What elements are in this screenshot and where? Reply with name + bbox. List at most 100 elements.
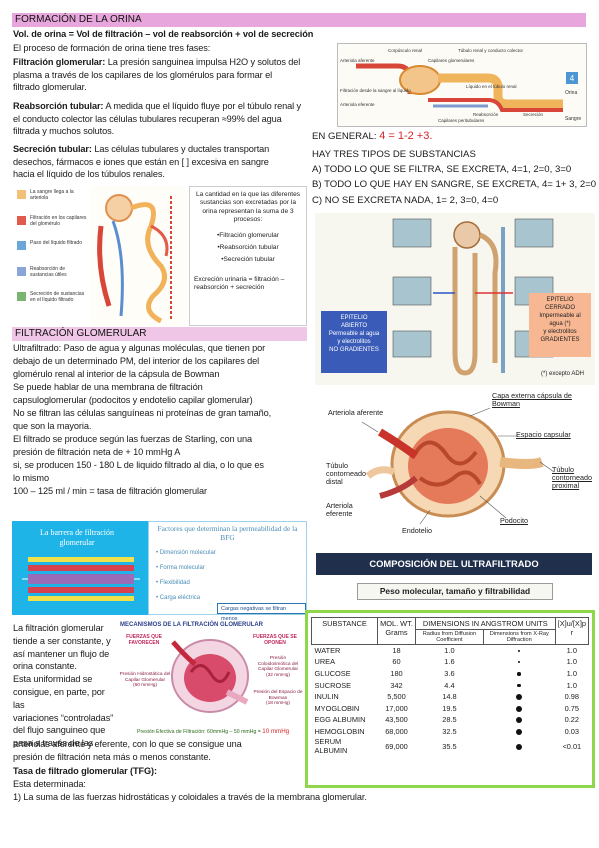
- ratio-cell: 0.22: [564, 715, 580, 725]
- label-tubulo: Túbulo renal y conducto colector: [458, 48, 524, 53]
- radius-cell: 32.5: [442, 726, 457, 736]
- secretion-line-2: desechos, fármacos e iones que están en …: [13, 156, 269, 167]
- xray-dot-icon: [516, 705, 523, 712]
- nephron-illustration: [91, 186, 186, 326]
- radius-cell: 14.8: [442, 692, 457, 702]
- reabsorption-line-2: el conducto colector las células tubular…: [13, 113, 282, 124]
- legend-item: Reabsorción de sustancias útiles: [30, 266, 67, 278]
- th-ratio: [X]u/[X]p r: [554, 617, 590, 645]
- reabsorption-line-1: A medida que el líquido fluye por el túb…: [105, 101, 301, 111]
- barrier-title: La barrera de filtración glomerular: [40, 528, 114, 547]
- xray-dot-icon: [518, 661, 521, 664]
- radius-cell: 1.6: [444, 657, 455, 667]
- substance-table-frame: SUBSTANCE MOL. WT. Grams DIMENSIONS IN A…: [305, 610, 595, 788]
- filtracion-body: Ultrafiltrado: Paso de agua y algunas mo…: [13, 342, 309, 498]
- label-filtracion: Filtración desde la sangre al líquido: [340, 88, 411, 93]
- excretion-diagram: La sangre llega a la arteriola Filtració…: [13, 186, 307, 326]
- rule-line: C) NO SE EXCRETA NADA, 1= 2, 3=0, 4=0: [312, 194, 499, 206]
- closed-epithelium-line: EPITELIO: [546, 297, 574, 303]
- legend-swatch: [17, 216, 26, 225]
- molwt-cell: 18: [392, 646, 401, 656]
- xray-dot-icon: [517, 683, 521, 688]
- xray-dot-icon: [517, 672, 521, 676]
- label-secrecion: Secreción: [523, 112, 544, 117]
- xray-dot-icon: [518, 650, 521, 653]
- legend-column: La sangre llega a la arteriola Filtració…: [13, 186, 93, 326]
- bowman-pressure-value: (18 mmHg): [266, 701, 290, 707]
- substance-cell: SERUM ALBUMIN: [314, 737, 348, 756]
- substance-table: SUBSTANCE MOL. WT. Grams DIMENSIONS IN A…: [311, 617, 590, 756]
- tfg-body: Esta determinada: 1) La suma de las fuer…: [13, 778, 433, 805]
- constant-line: del flujo sanguineo que: [13, 725, 106, 736]
- xray-dot-icon: [516, 694, 523, 701]
- label-capa-externa: Capa externa cápsula de Bowman: [492, 391, 572, 409]
- ratio-cell: 1.0: [566, 646, 577, 656]
- legend-item: Secreción de sustancias en el líquido fi…: [30, 291, 85, 303]
- xray-cell: [483, 668, 555, 680]
- open-epithelium-box: EPITELIO ABIERTO Permeable al agua y ele…: [321, 311, 387, 373]
- th-xray: Dimensions from X-Ray Diffraction: [482, 629, 556, 645]
- filtracion-line: 100 – 125 ml / min = tasa de filtración …: [13, 486, 207, 496]
- bowman-pressure-text: Presión del Espacio de Bowman: [253, 690, 303, 701]
- filtracion-line: Ultrafiltrado: Paso de agua y algunas mo…: [13, 343, 266, 353]
- tfg-line: 1) La suma de las fuerzas hidrostáticas …: [13, 792, 367, 803]
- molwt-cell: 68,000: [385, 726, 408, 736]
- closed-epithelium-box: EPITELIO CERRADO Impermeable al agua (*)…: [529, 293, 591, 357]
- reabsorption-line-3: filtrada y muchos solutos.: [13, 126, 115, 137]
- substance-rules: HAY TRES TIPOS DE SUBSTANCIAS A) TODO LO…: [312, 147, 597, 208]
- label-eferente: Arteriola eferente: [340, 102, 375, 107]
- legend-swatch: [17, 267, 26, 276]
- xray-cell: [483, 691, 555, 703]
- label-sangre: Sangre: [565, 116, 581, 122]
- molwt-cell: 180: [390, 668, 403, 678]
- tfg-line: Esta determinada:: [13, 779, 86, 789]
- closed-epithelium-line: agua (*): [549, 321, 571, 327]
- ratio-cell: 0.98: [564, 692, 580, 702]
- xray-dot-icon: [516, 717, 523, 724]
- effective-pressure-value: 10 mmHg: [262, 728, 290, 735]
- constant-line: así mantener un flujo de: [13, 648, 110, 659]
- radius-cell: 3.6: [444, 668, 455, 678]
- section-header-filtracion: FILTRACIÓN GLOMERULAR: [12, 327, 307, 341]
- open-epithelium-line: NO GRADIENTES: [329, 347, 379, 353]
- general-formula: EN GENERAL: 4 = 1-2 +3.: [312, 129, 432, 144]
- constant-line: consigue, en parte, por las: [13, 686, 105, 710]
- filtration-mechanisms-diagram: MECANISMOS DE LA FILTRACIÓN GLOMERULAR F…: [117, 622, 303, 738]
- urine-volume-formula: Vol. de orina = Vol de filtración – vol …: [13, 29, 314, 39]
- filtracion-line: si, se producen 150 - 180 L de liquido f…: [13, 460, 264, 470]
- xray-cell: [483, 726, 555, 738]
- th-substance: SUBSTANCE: [311, 617, 378, 645]
- barrier-layers-illustration: [22, 557, 140, 601]
- excretion-textbox: La cantidad en la que las diferentes sus…: [189, 186, 307, 326]
- permeability-item: • Carga eléctrica: [156, 595, 201, 602]
- rule-line: A) TODO LO QUE SE FILTRA, SE EXCRETA, 4=…: [312, 164, 572, 176]
- filtracion-line: lo mismo: [13, 473, 49, 483]
- permeability-item: • Flexibilidad: [156, 580, 190, 587]
- label-espacio-capsular: Espacio capsular: [516, 430, 571, 439]
- radius-cell: 1.0: [444, 646, 455, 656]
- xray-cell: [483, 656, 555, 668]
- oncotic-label-text: Presión Coloidosmótica del Capilar Glome…: [257, 656, 299, 673]
- xray-cell: [483, 645, 555, 657]
- ratio-cell: <0.01: [562, 741, 582, 751]
- molwt-cell: 17,000: [385, 703, 408, 713]
- reabsorption-term: Reabsorción tubular:: [13, 101, 104, 111]
- excretion-desc: La cantidad en la que las diferentes sus…: [195, 191, 301, 224]
- label-orina: Orina: [565, 90, 577, 96]
- xray-cell: [483, 714, 555, 726]
- filtracion-line: capsuloglomerular (podocitos y endotelio…: [13, 395, 253, 405]
- substance-cell: SUCROSE: [314, 680, 352, 690]
- general-formula-value: 4 = 1-2 +3.: [379, 130, 433, 142]
- open-epithelium-line: ABIERTO: [340, 323, 368, 329]
- general-prefix: EN GENERAL:: [312, 131, 377, 142]
- legend-item: Filtración en los capilares del glomérul…: [30, 215, 87, 227]
- diagram-badge: 4: [570, 74, 575, 83]
- filtracion-line: Se puede hablar de una membrana de filtr…: [13, 382, 203, 392]
- secretion-line-3: hacia el líquido de los túbulos renales.: [13, 169, 165, 180]
- radius-cell: 28.5: [442, 715, 457, 725]
- label-arteriola-aferente: Arteriola aferente: [328, 408, 384, 417]
